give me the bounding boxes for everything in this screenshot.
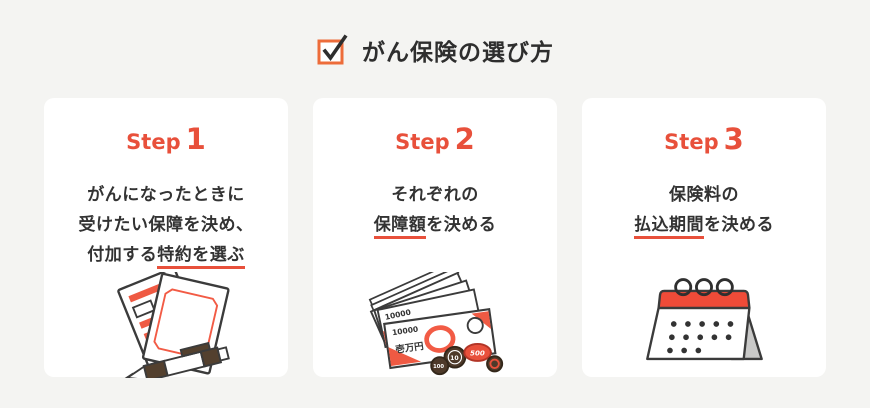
step-3-icon-area — [582, 272, 826, 380]
step-3-description: 保険料の 払込期間を決める — [634, 180, 774, 272]
step-1-description: がんになったときに 受けたい保障を決め、 付加する特約を選ぶ — [79, 180, 254, 272]
page-title-row: がん保険の選び方 — [0, 0, 870, 66]
step-1-number: 1 — [185, 122, 206, 156]
coins: 10 100 500 — [430, 342, 504, 376]
svg-text:500: 500 — [470, 348, 485, 357]
svg-text:100: 100 — [433, 364, 444, 370]
step-1-icon-area — [44, 272, 288, 382]
svg-text:10000: 10000 — [392, 325, 419, 338]
bill-stack-edges — [368, 272, 460, 312]
svg-text:壱万円: 壱万円 — [395, 340, 425, 356]
step-2-number: 2 — [454, 122, 475, 156]
policy-documents-pen-icon — [116, 272, 230, 378]
calendar-rings — [674, 278, 734, 297]
desk-calendar-icon — [646, 278, 763, 361]
step-2-description: それぞれの 保障額を決める — [373, 180, 497, 272]
portrait-head — [466, 316, 484, 335]
step-3-number: 3 — [723, 122, 744, 156]
step-2-icon-area: 10000 10000 10000 10000 壱万円 — [313, 272, 557, 382]
page-title: がん保険の選び方 — [362, 39, 554, 66]
pen — [123, 341, 230, 378]
calendar-dots — [667, 321, 734, 354]
money-bills-coins-icon: 10000 10000 10000 10000 壱万円 — [368, 272, 504, 376]
svg-text:10: 10 — [450, 355, 459, 362]
checked-checkbox-icon — [317, 34, 348, 65]
